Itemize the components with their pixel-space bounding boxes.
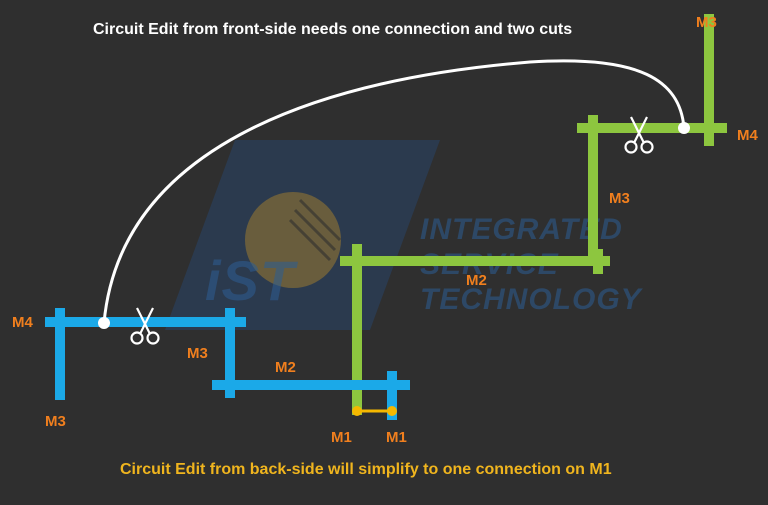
label-blue-m4: M4 (12, 314, 33, 331)
m1-connection (352, 406, 397, 416)
front-side-connection-arc (102, 59, 686, 324)
label-blue-m3-left: M3 (45, 413, 66, 430)
watermark-line3: TECHNOLOGY (420, 283, 642, 316)
label-blue-m2: M2 (275, 359, 296, 376)
label-m1-right: M1 (386, 429, 407, 446)
diagram-title: Circuit Edit from front-side needs one c… (93, 21, 573, 38)
label-green-m3-mid: M3 (609, 190, 630, 207)
label-m1-left: M1 (331, 429, 352, 446)
label-blue-m3-mid: M3 (187, 345, 208, 362)
label-green-m3-top: M3 (696, 14, 717, 31)
arc-endpoint-left (98, 317, 110, 329)
watermark-logo-text: iST (205, 249, 296, 312)
scissors-icon (624, 116, 654, 154)
diagram-caption: Circuit Edit from back-side will simplif… (120, 461, 612, 478)
label-green-m4: M4 (737, 127, 758, 144)
label-green-m2: M2 (466, 272, 487, 289)
arc-endpoint-right (678, 122, 690, 134)
scissors-icon (130, 307, 160, 345)
